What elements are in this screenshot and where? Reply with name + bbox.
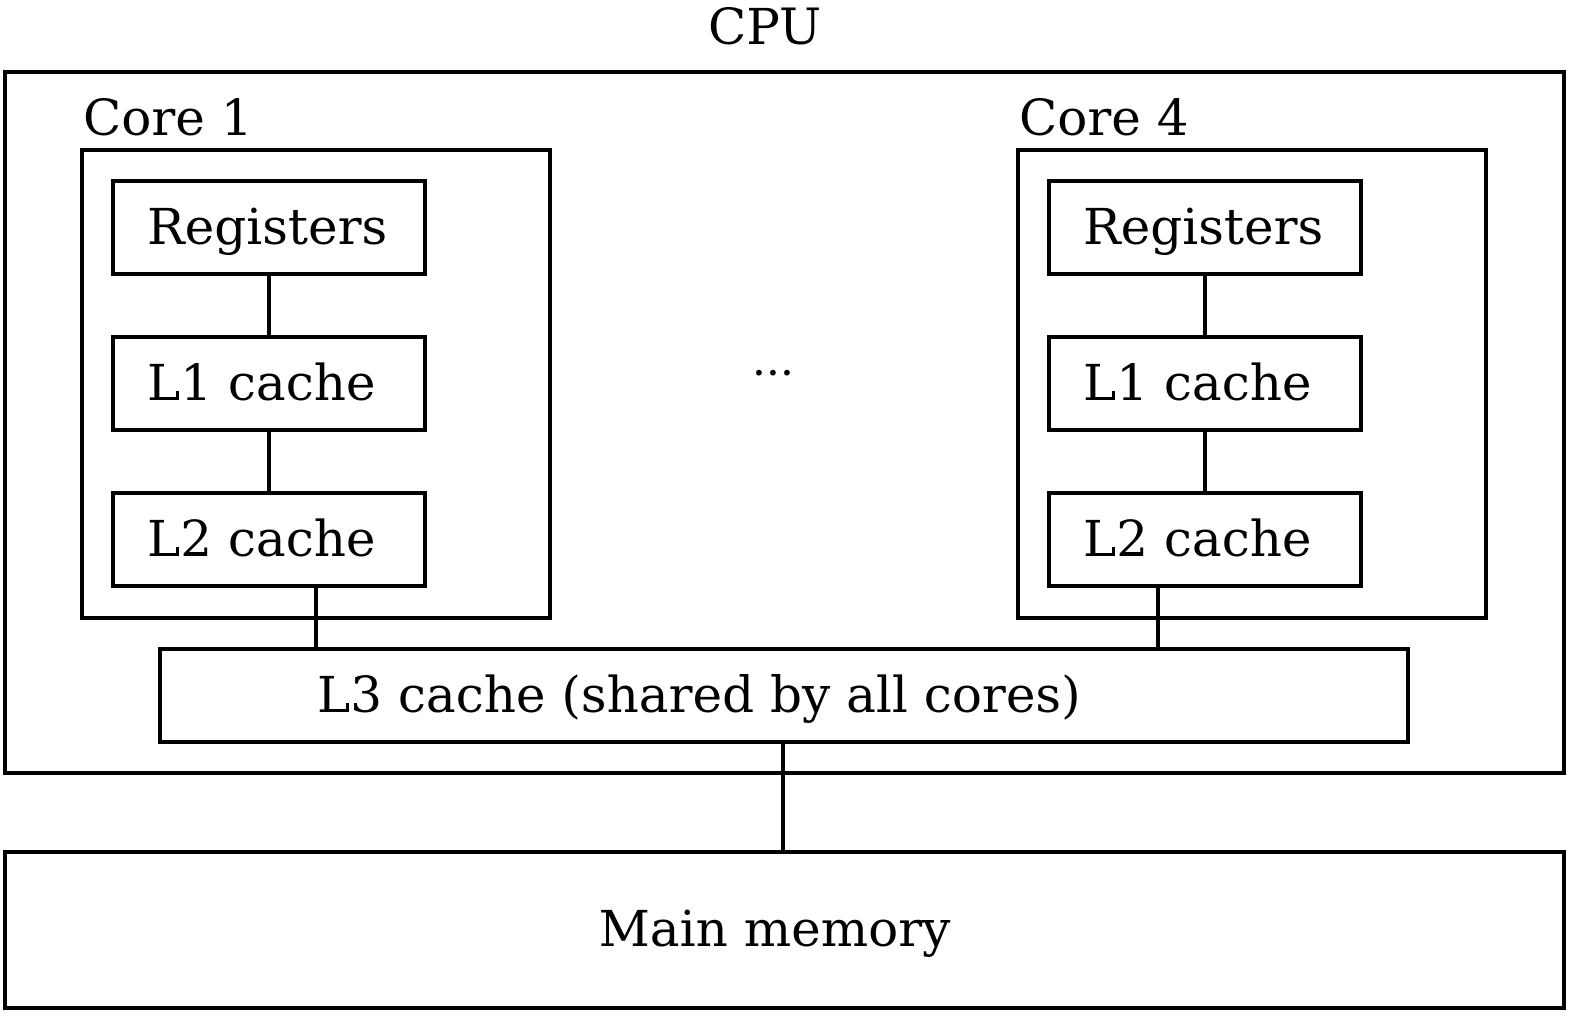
core-1-l1-box: L1 cache — [111, 335, 427, 432]
core-4-title: Core 4 — [1019, 89, 1189, 147]
core-1-title: Core 1 — [83, 89, 253, 147]
main-memory-label: Main memory — [598, 900, 951, 958]
core-1-l2-box: L2 cache — [111, 491, 427, 588]
core-4-registers-label: Registers — [1083, 197, 1324, 256]
l3-cache-label: L3 cache (shared by all cores) — [317, 665, 1081, 724]
core-1-l2-label: L2 cache — [147, 509, 376, 568]
core-1-l1-l2-connector — [267, 432, 271, 493]
core-4-registers-l1-connector — [1203, 276, 1207, 337]
core-1-registers-label: Registers — [147, 197, 388, 256]
l3-main-memory-connector — [781, 744, 785, 853]
core-4-registers-box: Registers — [1047, 179, 1363, 276]
core-1-registers-l1-connector — [267, 276, 271, 337]
l3-cache-box: L3 cache (shared by all cores) — [158, 647, 1410, 744]
main-memory-box: Main memory — [3, 850, 1566, 1010]
core-4-l1-l2-connector — [1203, 432, 1207, 493]
core-4-l2-box: L2 cache — [1047, 491, 1363, 588]
core-4-l2-l3-connector — [1156, 588, 1160, 650]
core-1-l2-l3-connector — [314, 588, 318, 650]
core-4-l1-box: L1 cache — [1047, 335, 1363, 432]
cpu-title: CPU — [708, 0, 822, 56]
cores-ellipsis: ··· — [752, 348, 794, 399]
core-4-box — [1016, 148, 1488, 620]
core-1-registers-box: Registers — [111, 179, 427, 276]
core-4-l2-label: L2 cache — [1083, 509, 1312, 568]
core-1-l1-label: L1 cache — [147, 353, 376, 412]
core-4-l1-label: L1 cache — [1083, 353, 1312, 412]
